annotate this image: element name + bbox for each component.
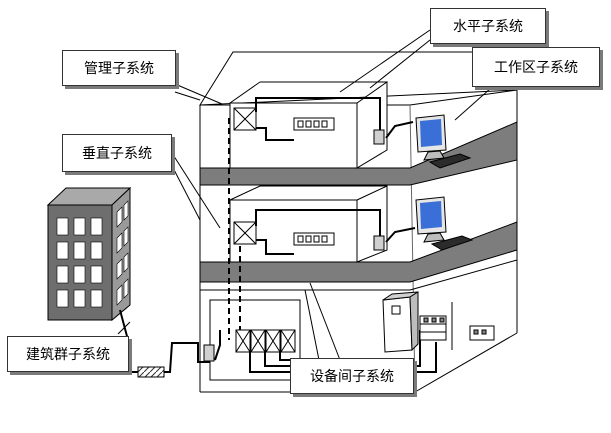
campus-building-icon [46,186,132,322]
cable-conduit-icon [137,366,165,378]
label-horizontal-subsystem: 水平子系统 [430,8,546,44]
wall-outlet-middle [373,235,385,251]
distribution-rack [419,302,453,350]
label-management-subsystem: 管理子系统 [62,50,176,86]
computer-icon-middle [415,196,474,251]
floor-distributor-top [233,107,257,131]
floor-slab-middle [199,221,518,283]
computer-icon-top [415,114,472,169]
label-work-area-subsystem: 工作区子系统 [472,47,600,87]
floor-slab-top [199,121,518,186]
horizontal-cabling [255,97,416,255]
wall-outlet-top [373,129,385,145]
label-campus-subsystem: 建筑群子系统 [7,336,129,372]
patch-panel-middle [293,232,335,246]
building-distributor [235,329,296,353]
patch-panel-top [293,117,335,131]
wall-outlet-bottom [203,344,215,362]
server-cabinet [382,291,419,353]
campus-cable [119,309,210,373]
callout-leader-lines [117,29,501,366]
label-backbone-subsystem: 垂直子系统 [62,134,172,172]
floor-distributor-middle [233,221,257,245]
label-equipment-room-subsystem: 设备间子系统 [290,358,414,394]
backbone-cabling [228,118,241,340]
network-device [469,325,495,341]
